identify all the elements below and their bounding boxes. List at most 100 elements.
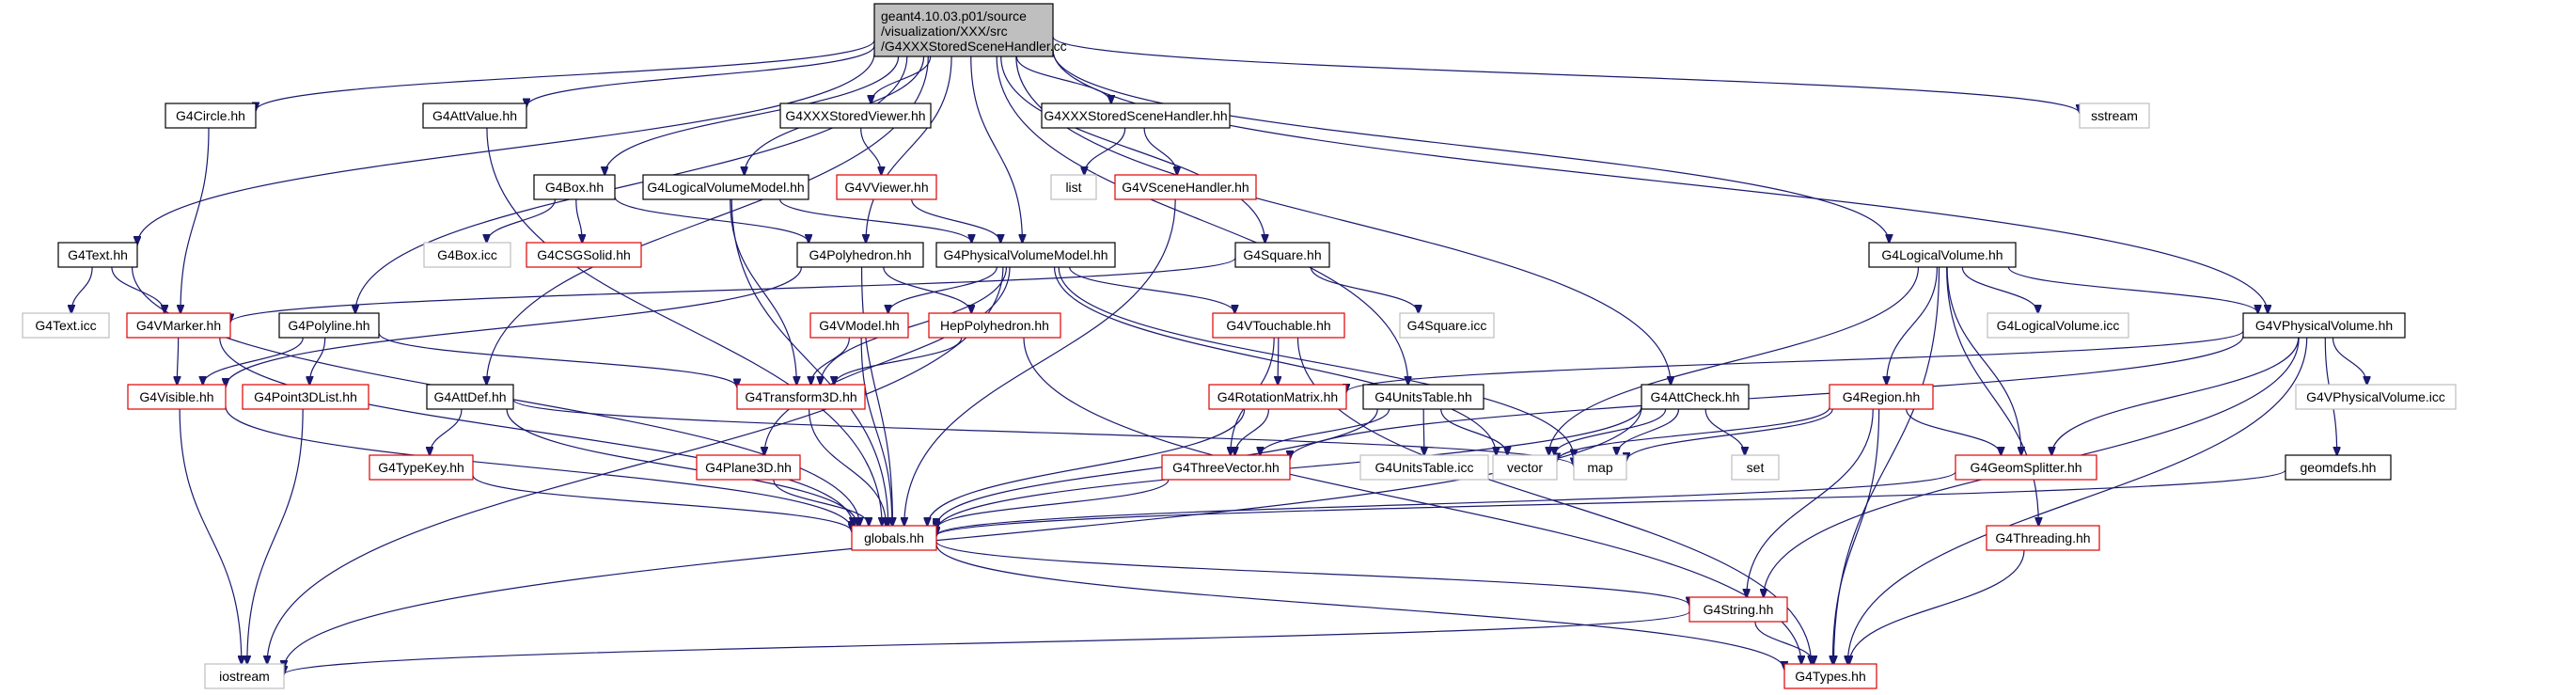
node-g4vviewer[interactable]: G4VViewer.hh: [836, 174, 937, 200]
node-globals[interactable]: globals.hh: [851, 525, 937, 551]
node-g4threevector[interactable]: G4ThreeVector.hh: [1161, 454, 1291, 481]
node-g4types[interactable]: G4Types.hh: [1783, 663, 1877, 689]
node-g4transform3d[interactable]: G4Transform3D.hh: [736, 384, 866, 410]
node-label: G4PhysicalVolumeModel.hh: [943, 247, 1107, 262]
node-heppolyhedron[interactable]: HepPolyhedron.hh: [928, 312, 1061, 339]
node-g4vscenehandler[interactable]: G4VSceneHandler.hh: [1114, 174, 1257, 200]
edge-g4region-to-g4types: [1832, 408, 1880, 664]
node-g4squareicc[interactable]: G4Square.icc: [1399, 312, 1495, 339]
node-g4logicalvolumemodel[interactable]: G4LogicalVolumeModel.hh: [642, 174, 809, 200]
node-g4square[interactable]: G4Square.hh: [1234, 242, 1330, 268]
node-box: [1986, 525, 2100, 551]
node-box: [1868, 242, 2017, 268]
node-label: set: [1747, 460, 1765, 475]
node-label: G4Threading.hh: [1995, 530, 2090, 545]
node-box: [2285, 454, 2392, 481]
node-label: G4Polyline.hh: [288, 318, 369, 333]
node-g4boxicc[interactable]: G4Box.icc: [423, 242, 511, 268]
node-g4logicalvolumeicc[interactable]: G4LogicalVolume.icc: [1987, 312, 2129, 339]
node-box: [935, 242, 1116, 268]
node-sstream[interactable]: sstream: [2079, 103, 2150, 129]
edge-g4threevector-to-globals: [936, 479, 1170, 529]
node-map[interactable]: map: [1573, 454, 1627, 481]
edge-g4region-to-map: [1626, 408, 1833, 461]
node-box: [1783, 663, 1877, 689]
edge-g4xxxstoredscenehandler-to-g4vscenehandler: [1143, 127, 1177, 175]
edge-g4text-to-g4vmarker: [111, 266, 165, 313]
node-g4vtouchable[interactable]: G4VTouchable.hh: [1212, 312, 1345, 339]
edge-g4xxxstoredviewer-to-g4vviewer: [860, 127, 882, 175]
node-g4texticc[interactable]: G4Text.icc: [22, 312, 110, 339]
node-g4polyhedron[interactable]: G4Polyhedron.hh: [796, 242, 924, 268]
node-g4threading[interactable]: G4Threading.hh: [1986, 525, 2100, 551]
node-g4xxxstoredscenehandler[interactable]: G4XXXStoredSceneHandler.hh: [1041, 103, 1231, 129]
node-g4text[interactable]: G4Text.hh: [57, 242, 138, 268]
node-g4visible[interactable]: G4Visible.hh: [127, 384, 227, 410]
edge-g4vphysicalvolume-to-g4rotationmatrix: [1346, 330, 2244, 392]
node-vector[interactable]: vector: [1492, 454, 1558, 481]
node-label: G4VTouchable.hh: [1226, 318, 1330, 333]
node-g4typekey[interactable]: G4TypeKey.hh: [369, 454, 474, 481]
node-iostream[interactable]: iostream: [204, 663, 285, 689]
node-g4unitstable[interactable]: G4UnitsTable.hh: [1362, 384, 1484, 410]
edge-heppolyhedron-to-g4transform3d: [834, 337, 963, 385]
node-g4attvalue[interactable]: G4AttValue.hh: [422, 103, 527, 129]
edge-g4vphysicalvolume-to-g4vphysicalvolumeicc: [2332, 337, 2366, 385]
node-g4vphysicalvolume[interactable]: G4VPhysicalVolume.hh: [2242, 312, 2406, 339]
node-label: G4VPhysicalVolume.hh: [2255, 318, 2393, 333]
node-g4vmarker[interactable]: G4VMarker.hh: [126, 312, 231, 339]
node-g4vmodel[interactable]: G4VModel.hh: [809, 312, 909, 339]
node-label: G4VSceneHandler.hh: [1122, 180, 1249, 195]
node-box: [836, 174, 937, 200]
node-label: G4LogicalVolumeModel.hh: [647, 180, 804, 195]
node-g4box[interactable]: G4Box.hh: [533, 174, 616, 200]
edge-globals-to-g4string: [935, 541, 1689, 606]
edge-g4logicalvolumemodel-to-globals: [730, 198, 888, 526]
node-label: G4LogicalVolume.hh: [1881, 247, 2003, 262]
edge-g4logicalvolume-to-g4threading: [1946, 266, 2039, 526]
node-set[interactable]: set: [1731, 454, 1780, 481]
node-box: [533, 174, 616, 200]
edge-geomdefs-to-globals: [936, 469, 2286, 536]
node-list[interactable]: list: [1050, 174, 1097, 200]
node-box: [1689, 596, 1788, 623]
node-g4circle[interactable]: G4Circle.hh: [165, 103, 257, 129]
edge-root-to-g4circle: [256, 39, 875, 111]
edge-g4logicalvolumemodel-to-g4physicalvolumemodel: [778, 198, 972, 243]
node-geomdefs[interactable]: geomdefs.hh: [2285, 454, 2392, 481]
node-g4physicalvolumemodel[interactable]: G4PhysicalVolumeModel.hh: [935, 242, 1116, 268]
node-box: [1041, 103, 1231, 129]
root-title-line-1: geant4.10.03.p01/source: [881, 8, 1027, 24]
node-g4csgsolid[interactable]: G4CSGSolid.hh: [526, 242, 642, 268]
node-g4string[interactable]: G4String.hh: [1689, 596, 1788, 623]
node-g4rotationmatrix[interactable]: G4RotationMatrix.hh: [1208, 384, 1347, 410]
node-g4vphysicalvolumeicc[interactable]: G4VPhysicalVolume.icc: [2295, 384, 2457, 410]
node-box: [796, 242, 924, 268]
node-g4polyline[interactable]: G4Polyline.hh: [278, 312, 380, 339]
node-box: [423, 242, 511, 268]
node-g4plane3d[interactable]: G4Plane3D.hh: [696, 454, 801, 481]
node-g4xxxstoredviewer[interactable]: G4XXXStoredViewer.hh: [779, 103, 932, 129]
node-label: G4CSGSolid.hh: [537, 247, 631, 262]
node-label: G4VViewer.hh: [844, 180, 928, 195]
node-box: [736, 384, 866, 410]
node-g4attcheck[interactable]: G4AttCheck.hh: [1641, 384, 1750, 410]
node-box: [1050, 174, 1097, 200]
node-box: [1573, 454, 1627, 481]
node-g4unitstableicc[interactable]: G4UnitsTable.icc: [1359, 454, 1489, 481]
node-g4geomsplitter[interactable]: G4GeomSplitter.hh: [1955, 454, 2097, 481]
node-label: G4Text.hh: [68, 247, 128, 262]
node-g4region[interactable]: G4Region.hh: [1829, 384, 1934, 410]
edge-g4box-to-g4boxicc: [487, 198, 557, 243]
root-node[interactable]: geant4.10.03.p01/source /visualization/X…: [873, 3, 1067, 57]
edge-g4attvalue-to-globals: [486, 127, 882, 526]
edge-g4text-to-g4texticc: [71, 266, 93, 313]
node-box: [2242, 312, 2406, 339]
node-g4point3dlist[interactable]: G4Point3DList.hh: [242, 384, 369, 410]
node-g4logicalvolume[interactable]: G4LogicalVolume.hh: [1868, 242, 2017, 268]
edge-g4logicalvolumemodel-to-g4transform3d: [730, 198, 797, 385]
edge-g4attcheck-to-set: [1704, 408, 1745, 455]
node-label: geomdefs.hh: [2301, 460, 2377, 475]
node-label: G4Region.hh: [1843, 389, 1921, 404]
node-g4attdef[interactable]: G4AttDef.hh: [426, 384, 514, 410]
